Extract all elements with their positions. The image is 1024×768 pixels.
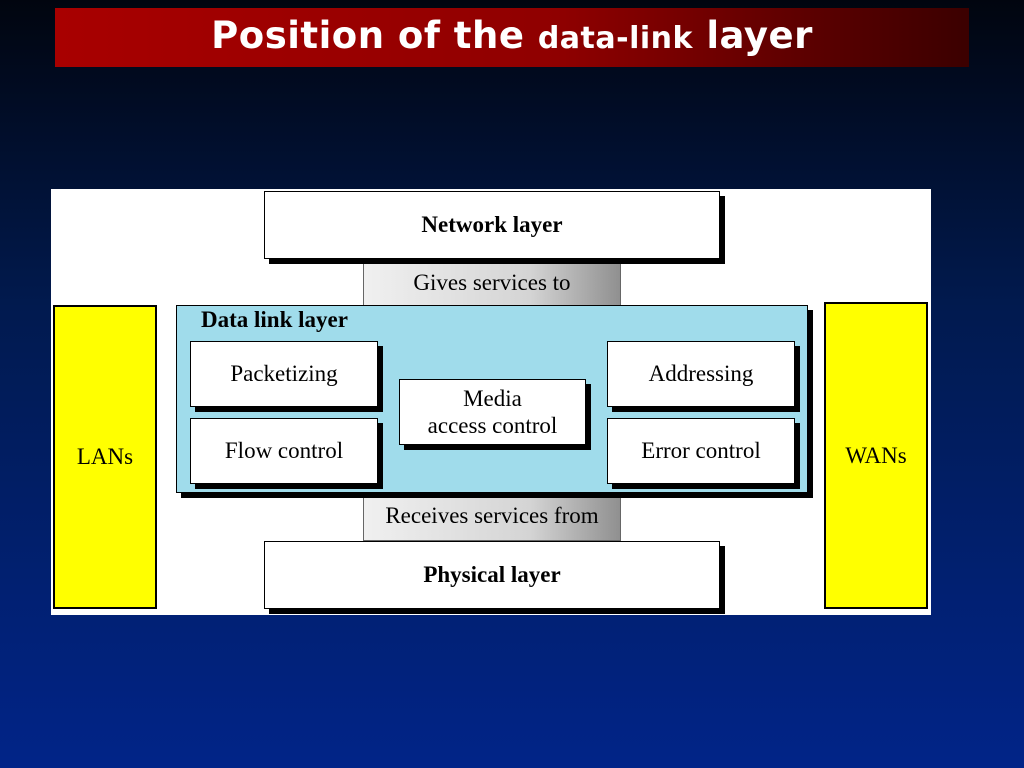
receives-services-label: Receives services from — [385, 503, 599, 528]
packetizing-label: Packetizing — [230, 361, 338, 387]
error-control-box: Error control — [607, 418, 795, 484]
gives-services-band: Gives services to — [363, 259, 621, 307]
title-small: data-link — [537, 21, 693, 56]
gives-services-label: Gives services to — [413, 270, 571, 295]
packetizing-box: Packetizing — [190, 341, 378, 407]
diagram-panel: LANs WANs Gives services to Receives ser… — [51, 189, 931, 615]
network-layer-box: Network layer — [264, 191, 720, 259]
data-link-layer-box: Data link layer Packetizing Flow control… — [176, 305, 808, 493]
flow-control-box: Flow control — [190, 418, 378, 484]
addressing-box: Addressing — [607, 341, 795, 407]
receives-services-band: Receives services from — [363, 491, 621, 541]
title-main: Position of the — [211, 14, 525, 57]
addressing-label: Addressing — [648, 361, 754, 387]
wans-box: WANs — [824, 302, 928, 609]
flow-control-label: Flow control — [224, 438, 344, 464]
slide-title: Position of the data-link layer — [211, 14, 813, 57]
media-label-line1: Media — [463, 385, 522, 411]
physical-layer-label: Physical layer — [423, 562, 561, 588]
media-label-line2: access control — [427, 413, 558, 438]
lans-label: LANs — [76, 444, 134, 470]
title-end: layer — [706, 14, 813, 57]
network-layer-label: Network layer — [421, 212, 563, 238]
physical-layer-box: Physical layer — [264, 541, 720, 609]
wans-label: WANs — [845, 442, 907, 468]
error-control-label: Error control — [641, 438, 761, 464]
media-access-control-box: Media access control — [399, 379, 586, 445]
lans-box: LANs — [53, 305, 157, 609]
data-link-layer-label: Data link layer — [201, 307, 348, 332]
title-bar: Position of the data-link layer — [55, 8, 969, 67]
